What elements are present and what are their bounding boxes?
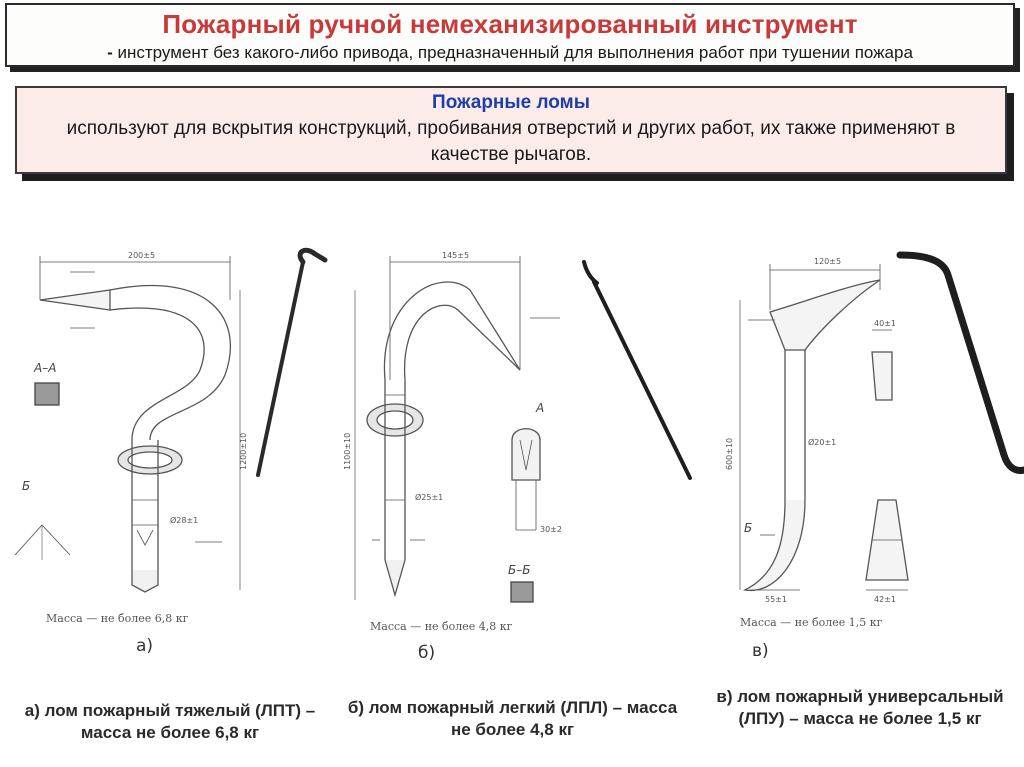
info-text: используют для вскрытия конструкций, про… [66,118,956,165]
dim-top-a: 200±5 [128,251,155,260]
section-b-a: Б [22,479,30,493]
mass-c: Масса — не более 1,5 кг [740,616,883,629]
dim-width-b: 30±2 [540,525,562,534]
dim-bottom-c: 55±1 [765,595,787,604]
page-title: Пожарный ручной немеханизированный инстр… [162,9,858,39]
dim-dia-c: Ø20±1 [808,437,836,447]
dim-dia-a: Ø28±1 [170,515,198,525]
photo-universal-crowbar [896,251,1024,474]
drawing-universal-crowbar [739,264,909,592]
mass-a: Масса — не более 6,8 кг [46,612,189,625]
subtitle-text: инструмент без какого-либо привода, пред… [112,43,913,62]
dim-section1-c: 40±1 [874,319,896,328]
dim-side-c: 600±10 [725,438,734,470]
dim-side-a: 1200±10 [239,433,248,470]
caption-heavy-crowbar: а) лом пожарный тяжелый (ЛПТ) – масса не… [24,701,316,742]
caption-light-crowbar: б) лом пожарный легкий (ЛПЛ) – масса не … [347,698,678,739]
drawing-heavy-crowbar [14,256,241,593]
dim-top-b: 145±5 [442,251,469,260]
caption-universal-crowbar: в) лом пожарный универсальный (ЛПУ) – ма… [716,687,1004,728]
drawing-light-crowbar [354,256,560,603]
title-box: Пожарный ручной немеханизированный инстр… [5,3,1015,67]
dim-dia-b: Ø25±1 [415,492,443,502]
info-box: Пожарные ломы используют для вскрытия ко… [15,86,1007,174]
subtitle-dash: - [107,43,113,62]
letter-a: а) [136,636,153,656]
photo-light-crowbar [582,260,692,480]
dim-side-b: 1100±10 [343,433,352,470]
section-bb-b: Б–Б [508,563,530,577]
crowbar-drawings: 200±5 1200±10 Ø28±1 А–А Б Масса — не бол… [14,247,1024,663]
photo-heavy-crowbar [256,247,328,477]
letter-b: б) [418,643,435,663]
page-subtitle: - инструмент без какого-либо привода, пр… [7,43,1013,63]
section-aa-a: А–А [33,361,56,375]
dim-section2-c: 42±1 [874,595,896,604]
dim-top-c: 120±5 [814,257,841,266]
mass-b: Масса — не более 4,8 кг [370,620,513,633]
letter-c: в) [752,641,769,661]
section-a-b: А [535,401,544,415]
info-title: Пожарные ломы [432,92,590,113]
section-b-c: Б [744,521,752,535]
